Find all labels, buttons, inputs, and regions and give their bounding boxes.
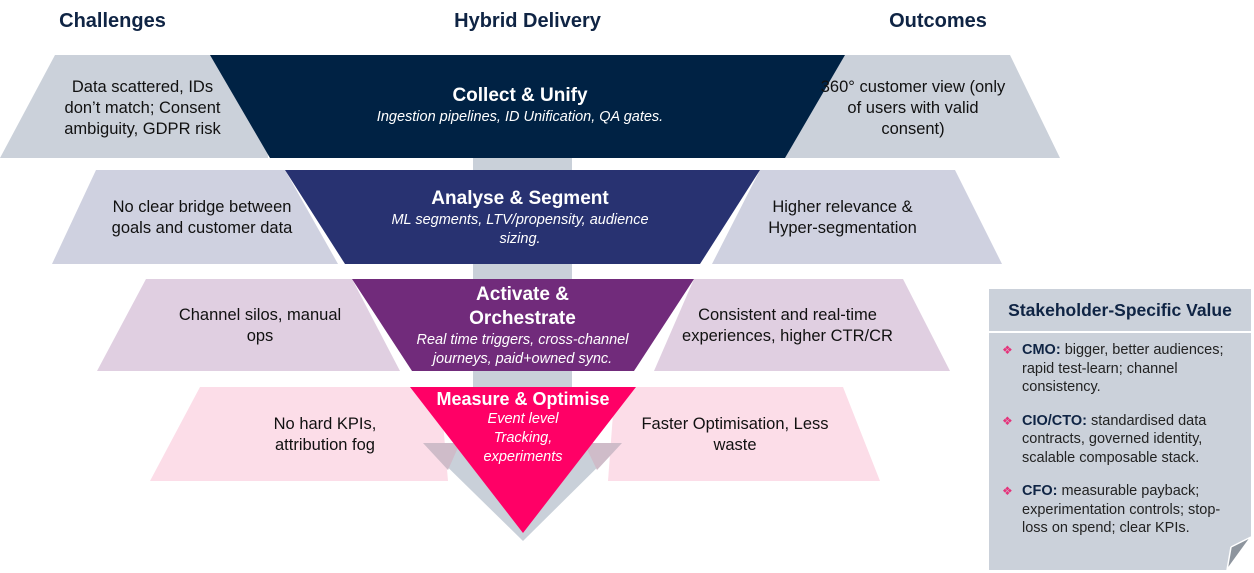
stage-title-2: Analyse & Segment — [431, 188, 609, 209]
page-curl-edge — [1226, 536, 1252, 571]
stakeholder-panel-background — [989, 289, 1251, 570]
stage-label-1: Collect & Unify Ingestion pipelines, ID … — [300, 80, 740, 130]
outcome-text-4: Faster Optimisation, Less waste — [641, 415, 829, 454]
stage-band-collect-unify — [210, 55, 845, 158]
stakeholder-role: CFO: — [1022, 483, 1058, 499]
stage-label-4: Measure & Optimise Event level Tracking,… — [415, 388, 631, 470]
stakeholder-item-cfo: ❖ CFO: measurable payback; experimentati… — [1002, 482, 1242, 538]
challenge-box-3 — [97, 279, 400, 371]
stage-band-analyse-segment — [285, 170, 760, 264]
stakeholder-item-text: CMO: bigger, better audiences; rapid tes… — [1022, 341, 1242, 397]
stage-subtitle-3: Real time triggers, cross-channel journe… — [416, 332, 629, 367]
stakeholder-item-text: CIO/CTO: standardised data contracts, go… — [1022, 412, 1242, 468]
outcome-text-2: Higher relevance & Hyper-segmentation — [768, 198, 917, 237]
diamond-cluster-icon: ❖ — [1002, 484, 1013, 498]
outcome-box-2 — [712, 170, 1002, 264]
outcome-box-4 — [608, 387, 880, 481]
stage-title-3: Activate & Orchestrate — [469, 284, 576, 329]
stakeholder-role: CIO/CTO: — [1022, 412, 1087, 429]
stage-title-1: Collect & Unify — [452, 84, 588, 106]
stakeholder-item-cio-cto: ❖ CIO/CTO: standardised data contracts, … — [1002, 412, 1242, 468]
stakeholder-value: measurable payback; experimentation cont… — [1022, 483, 1221, 536]
stakeholder-value: standardised data contracts, governed id… — [1022, 412, 1207, 466]
outcome-text-1: 360° customer view (only of users with v… — [820, 77, 1006, 138]
column-header-outcomes: Outcomes — [889, 10, 987, 32]
column-header-challenges: Challenges — [59, 10, 166, 32]
stakeholder-item-cmo: ❖ CMO: bigger, better audiences; rapid t… — [1002, 341, 1242, 397]
column-header-hybrid-delivery: Hybrid Delivery — [454, 10, 601, 32]
stage-band-activate-orchestrate — [352, 279, 694, 371]
challenge-text-1: Data scattered, IDs don’t match; Consent… — [64, 77, 221, 138]
stage-label-2: Analyse & Segment ML segments, LTV/prope… — [370, 184, 670, 252]
diamond-cluster-icon: ❖ — [1002, 413, 1013, 428]
stage-subtitle-2: ML segments, LTV/propensity, audience si… — [391, 212, 649, 247]
outcome-text-3: Consistent and real-time experiences, hi… — [682, 306, 893, 345]
stakeholder-list: ❖ CMO: bigger, better audiences; rapid t… — [1002, 341, 1242, 553]
challenge-text-3: Channel silos, manual ops — [178, 306, 342, 345]
stage-title-4: Measure & Optimise — [436, 389, 610, 409]
outcome-box-1 — [782, 55, 1060, 158]
stage-subtitle-1: Ingestion pipelines, ID Unification, QA … — [376, 108, 664, 125]
stage-subtitle-4: Event level Tracking, experiments — [483, 411, 563, 465]
challenge-text-2: No clear bridge between goals and custom… — [111, 198, 293, 237]
arrowhead-overlap-right — [584, 443, 622, 470]
stakeholder-role: CMO: — [1022, 342, 1061, 358]
challenge-box-1 — [0, 55, 268, 158]
challenge-box-4 — [150, 387, 448, 481]
stage-label-3: Activate & Orchestrate Real time trigger… — [395, 282, 650, 370]
challenge-box-2 — [52, 170, 338, 264]
stakeholder-panel: Stakeholder-Specific Value ❖ CMO: bigger… — [989, 289, 1251, 570]
challenge-text-4: No hard KPIs, attribution fog — [273, 415, 377, 454]
stakeholder-panel-title: Stakeholder-Specific Value — [989, 289, 1251, 333]
stakeholder-value: bigger, better audiences; rapid test-lea… — [1022, 342, 1224, 395]
arrowhead-overlap-left — [423, 443, 460, 470]
outcome-box-3 — [654, 279, 950, 371]
stage-triangle-measure-optimise — [410, 387, 636, 533]
stakeholder-item-text: CFO: measurable payback; experimentation… — [1022, 482, 1242, 538]
diamond-cluster-icon: ❖ — [1002, 343, 1013, 357]
